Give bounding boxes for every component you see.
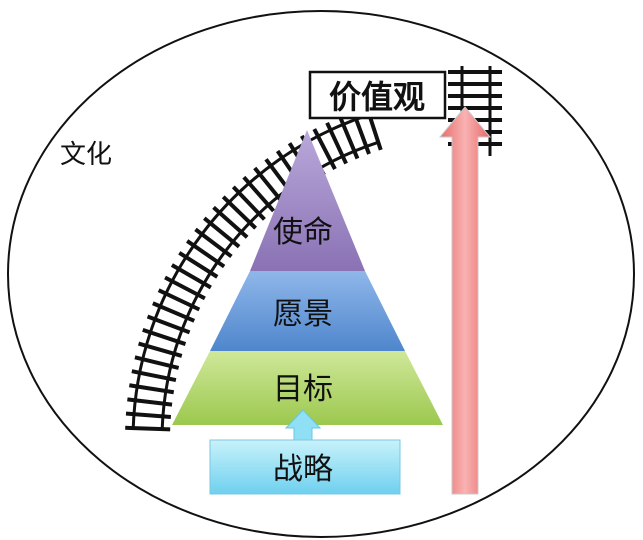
track-sleeper	[146, 314, 191, 335]
track-sleeper	[178, 251, 219, 279]
track-sleeper	[131, 369, 177, 383]
track-sleeper	[194, 227, 233, 259]
track-sleeper	[203, 216, 241, 249]
track-sleeper	[138, 341, 183, 358]
values-arrow	[438, 106, 492, 495]
track-sleeper	[164, 275, 206, 301]
track-sleeper	[221, 195, 257, 230]
track-sleeper	[253, 166, 285, 205]
strategy-box	[209, 439, 401, 495]
vision-label: 愿景	[273, 297, 333, 332]
mission-label: 使命	[273, 215, 333, 250]
values-label: 价值观	[329, 78, 425, 116]
track-sleeper	[185, 239, 226, 269]
track-sleeper	[142, 328, 187, 346]
track-sleeper	[242, 175, 276, 213]
track-sleeper	[125, 411, 172, 419]
culture-label: 文化	[60, 140, 112, 170]
strategy-label: 战略	[273, 452, 333, 487]
track-sleeper	[338, 116, 360, 160]
track-sleeper	[212, 205, 249, 239]
track-sleeper	[134, 355, 180, 370]
track-sleeper	[312, 128, 337, 170]
strategy-up-arrow	[284, 409, 322, 441]
track-sleeper	[128, 383, 175, 395]
track-sleeper	[170, 263, 212, 290]
pyramid-top-layer	[250, 130, 365, 271]
track-sleeper	[127, 397, 173, 407]
values-box	[308, 70, 447, 120]
track-sleeper	[231, 185, 266, 221]
pyramid-middle-layer	[210, 271, 405, 351]
track-sleeper	[125, 425, 171, 432]
pyramid-bottom-layer	[172, 351, 443, 425]
track-sleeper	[325, 121, 348, 165]
railway-track	[125, 66, 502, 432]
track-sleeper	[152, 301, 196, 323]
goal-label: 目标	[273, 372, 333, 407]
track-sleeper	[157, 288, 201, 312]
